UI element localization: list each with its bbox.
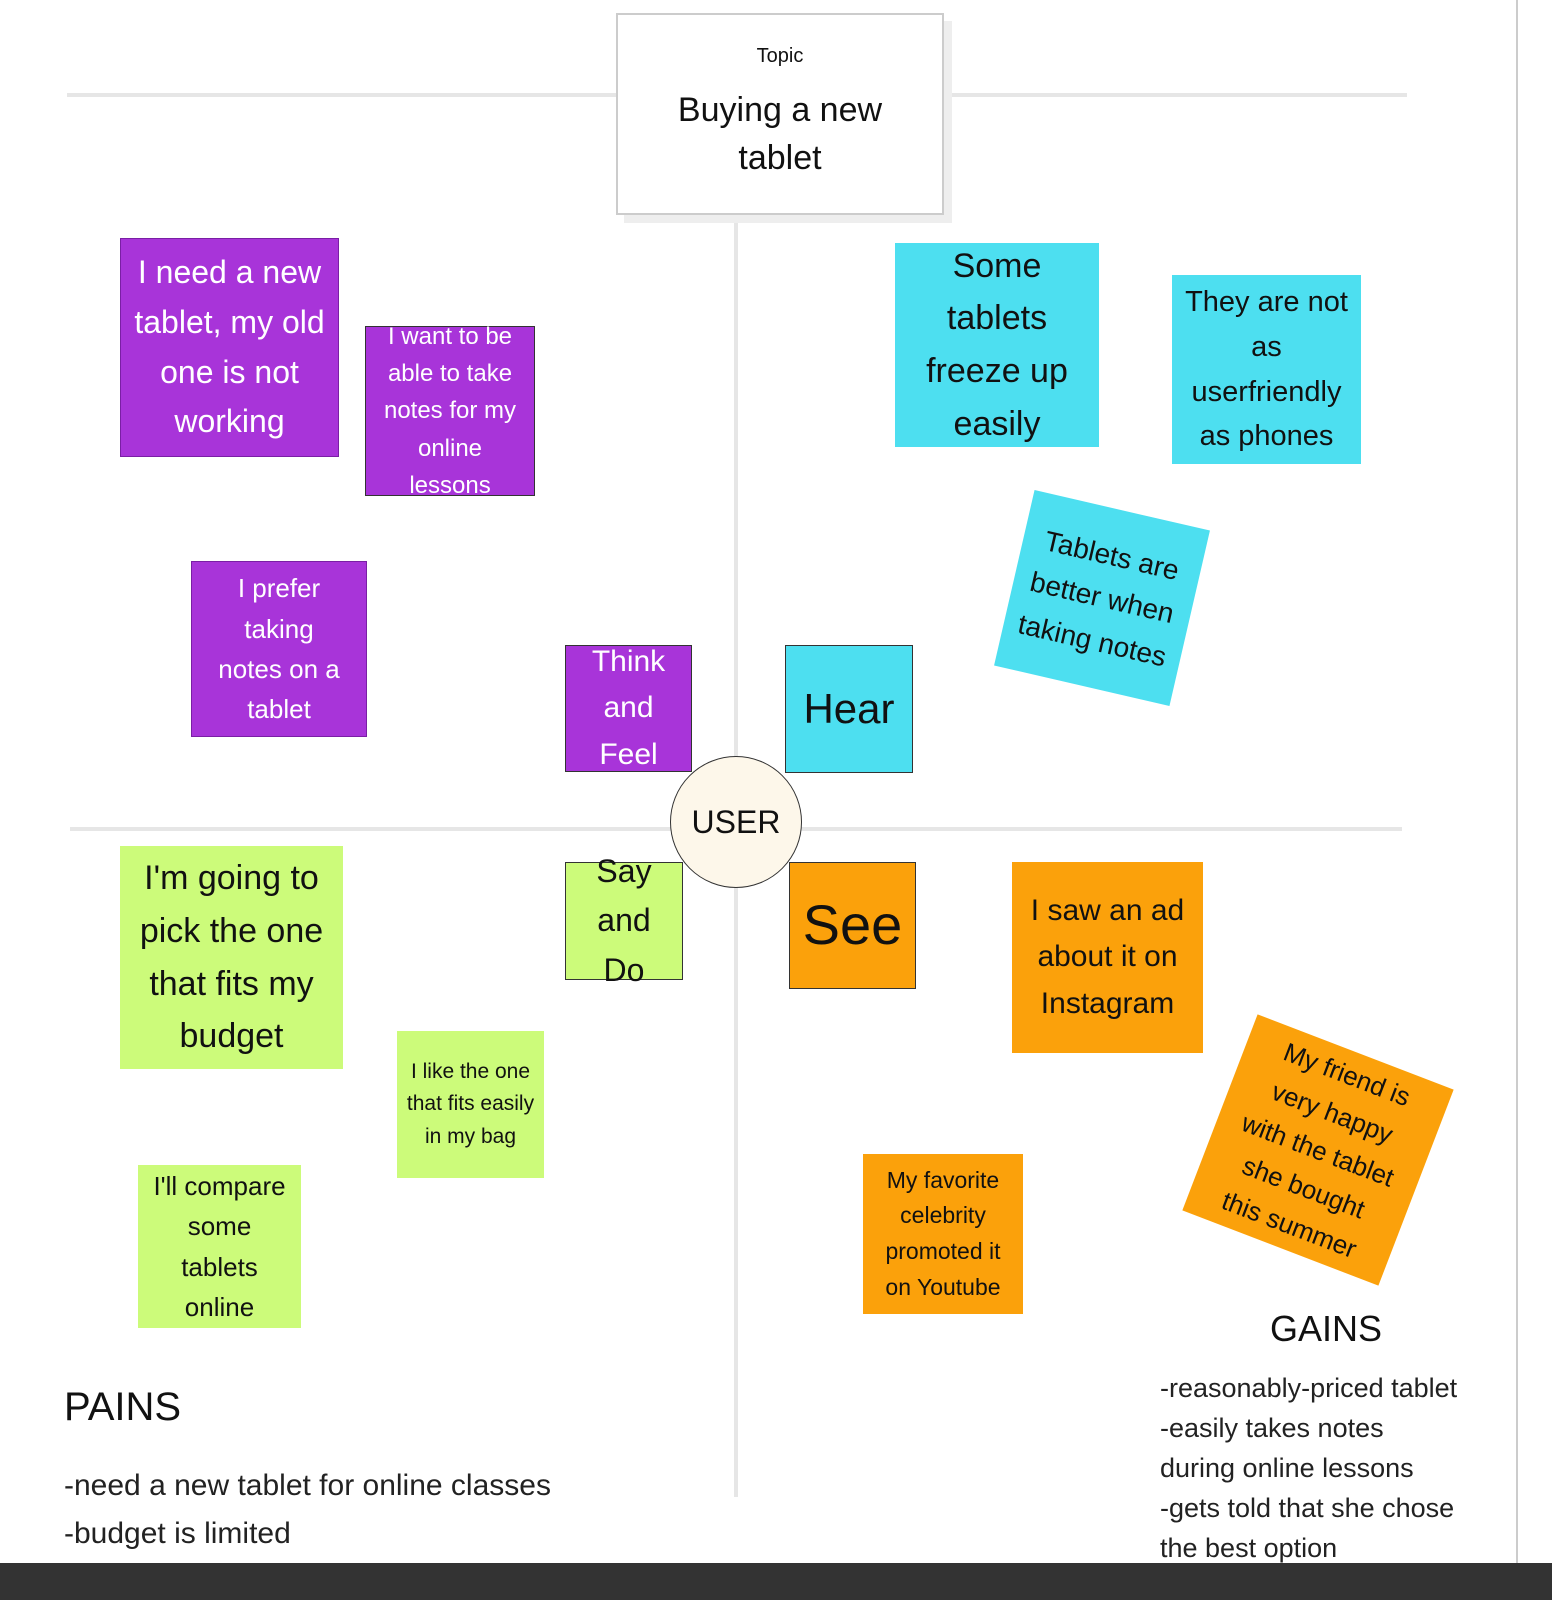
pains-list: -need a new tablet for online classes -b…: [64, 1462, 624, 1558]
topic-title: Buying a new tablet: [677, 91, 883, 177]
pains-heading: PAINS: [64, 1385, 182, 1429]
sticky-note[interactable]: They are not as userfriendly as phones: [1172, 275, 1361, 464]
gains-list: -reasonably-priced tablet -easily takes …: [1160, 1368, 1460, 1568]
sticky-note[interactable]: Tablets are better when taking notes: [994, 490, 1210, 706]
sticky-note[interactable]: I want to be able to take notes for my o…: [365, 323, 535, 499]
user-circle[interactable]: USER: [670, 756, 802, 888]
right-border: [1516, 0, 1518, 1563]
gains-item: -gets told that she chose the best optio…: [1160, 1493, 1455, 1563]
sticky-note[interactable]: My friend is very happy with the tablet …: [1182, 1014, 1454, 1286]
user-label: USER: [691, 803, 781, 840]
sticky-note[interactable]: I'll compare some tablets online: [138, 1165, 301, 1328]
sticky-note[interactable]: I'm going to pick the one that fits my b…: [120, 846, 343, 1069]
sticky-note[interactable]: I saw an ad about it on Instagram: [1012, 862, 1203, 1053]
bottom-bar: [0, 1563, 1552, 1600]
pains-item: -budget is limited: [64, 1517, 291, 1550]
pains-item: -need a new tablet for online classes: [64, 1469, 551, 1502]
gains-item: -easily takes notes during online lesson…: [1160, 1413, 1414, 1483]
quadrant-label-say-do[interactable]: Say and Do: [565, 853, 683, 988]
gains-item: -reasonably-priced tablet: [1160, 1373, 1458, 1403]
quadrant-label-see[interactable]: See: [789, 862, 916, 989]
sticky-note[interactable]: I like the one that fits easily in my ba…: [397, 1031, 544, 1178]
quadrant-label-hear[interactable]: Hear: [785, 645, 913, 773]
sticky-note[interactable]: I need a new tablet, my old one is not w…: [120, 238, 339, 457]
sticky-note[interactable]: Some tablets freeze up easily: [895, 243, 1099, 447]
topic-card[interactable]: Topic Buying a new tablet: [616, 13, 944, 215]
topic-label: Topic: [756, 45, 804, 67]
sticky-note[interactable]: I prefer taking notes on a tablet: [191, 561, 367, 737]
gains-heading: GAINS: [1270, 1308, 1383, 1349]
sticky-note[interactable]: My favorite celebrity promoted it on You…: [863, 1154, 1023, 1314]
quadrant-label-think-feel[interactable]: Think and Feel: [565, 645, 692, 772]
